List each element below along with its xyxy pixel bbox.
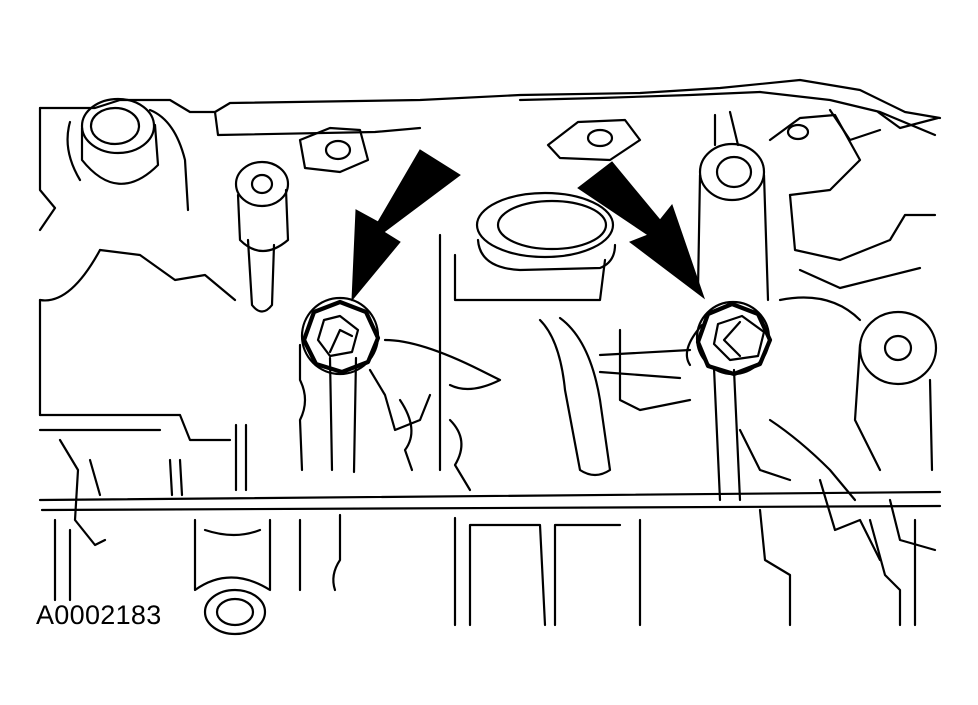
mounting-tab-right [546,118,642,162]
figure-id-label: A0002183 [36,600,162,630]
internal-ribs [38,233,937,562]
lower-pockets [53,508,917,636]
oval-port [475,191,617,272]
arrow-left [351,149,461,302]
mounting-tab-left [298,126,370,174]
right-bracket [768,108,938,472]
case-outline [38,78,942,512]
upper-left-boss [66,97,190,212]
right-boss [696,110,770,302]
right-plug [685,300,773,502]
left-plug [300,296,381,474]
arrow-right [577,161,706,300]
small-boss-left [234,160,290,313]
